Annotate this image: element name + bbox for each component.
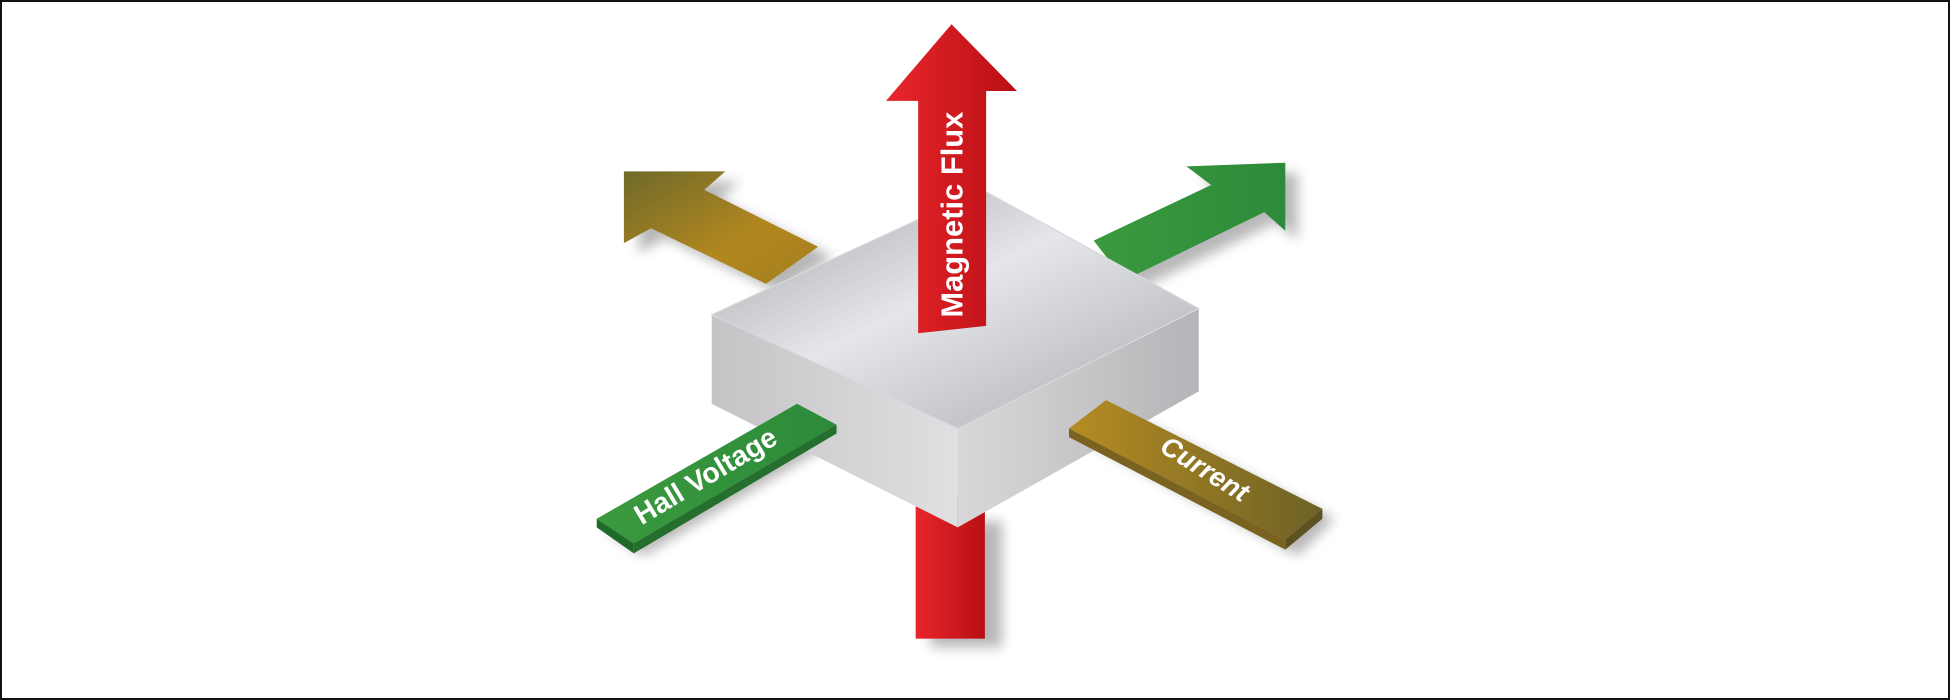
current-arrow-head: [623, 171, 818, 284]
hall-plate: [710, 189, 1201, 528]
magnetic-flux-label: Magnetic Flux: [935, 112, 970, 318]
magnetic-flux-arrow: Magnetic Flux: [885, 24, 1018, 334]
hall-voltage-arrow-head: [1093, 162, 1286, 281]
current-bar: Current: [1068, 400, 1323, 550]
hall-voltage-bar: Hall Voltage: [596, 403, 837, 554]
